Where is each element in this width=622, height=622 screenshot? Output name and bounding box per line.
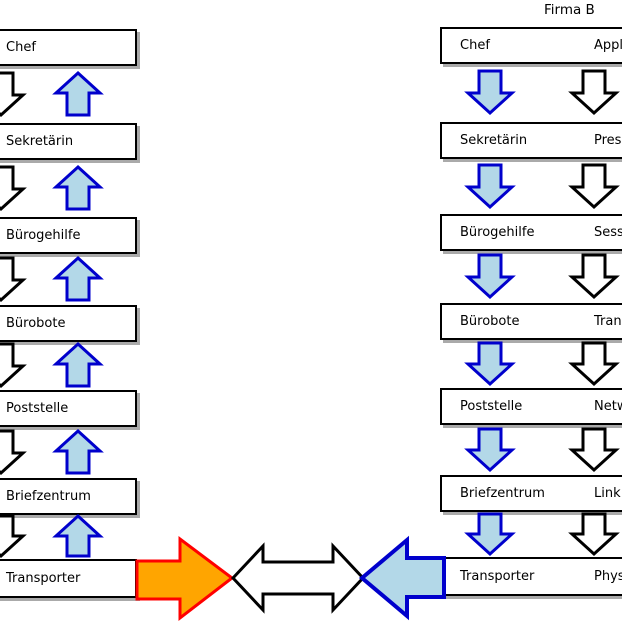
left-box-briefzentrum: Briefzentrum (0, 478, 137, 515)
blue-down-arrow-icon (464, 253, 516, 300)
left-box-buerogehilfe: Bürogehilfe (0, 217, 137, 254)
bidirectional-arrow (230, 542, 366, 614)
box-label: Transporter (6, 571, 81, 586)
left-box-chef: Chef (0, 29, 137, 66)
up-arrow-icon (52, 164, 104, 211)
white-down-arrow-icon (0, 429, 27, 476)
white-down-arrow-icon (0, 165, 27, 212)
layer-label-network: Netw (594, 399, 622, 414)
box-label: Poststelle (6, 401, 69, 416)
box-label: Bürobote (460, 314, 520, 329)
box-label: Briefzentrum (6, 489, 91, 504)
white-down-arrow-icon (568, 69, 620, 116)
blue-down-arrow-icon (464, 69, 516, 116)
right-box-sekretaerin: Sekretärin Pres (440, 122, 622, 159)
left-box-buerobote: Bürobote (0, 305, 137, 342)
left-box-transporter: Transporter (0, 559, 137, 598)
white-down-arrow-icon (568, 253, 620, 300)
left-box-poststelle: Poststelle (0, 390, 137, 427)
left-box-sekretaerin: Sekretärin (0, 123, 137, 160)
up-arrow-icon (52, 341, 104, 388)
layer-label-link: Link (594, 486, 621, 501)
right-box-poststelle: Poststelle Netw (440, 388, 622, 425)
white-down-arrow-icon (0, 71, 27, 118)
box-label: Chef (460, 38, 490, 53)
right-box-transporter: Transporter Phys (440, 557, 622, 596)
white-down-arrow-icon (568, 163, 620, 210)
box-label: Sekretärin (460, 133, 528, 148)
blue-down-arrow-icon (464, 163, 516, 210)
up-arrow-icon (52, 513, 104, 558)
layer-label-application: Appl (594, 38, 622, 53)
white-down-arrow-icon (0, 514, 27, 559)
blue-down-arrow-icon (464, 341, 516, 387)
white-down-arrow-icon (568, 512, 620, 557)
white-down-arrow-icon (0, 256, 27, 303)
up-arrow-icon (52, 70, 104, 117)
blue-receive-left-arrow (358, 535, 446, 621)
box-label: Briefzentrum (460, 486, 545, 501)
layer-label-session: Sess (594, 225, 622, 240)
layer-label-transport: Tran (594, 314, 622, 329)
layer-label-presentation: Pres (594, 133, 622, 148)
white-down-arrow-icon (568, 427, 620, 473)
box-label: Poststelle (460, 399, 523, 414)
right-box-chef: Chef Appl (440, 27, 622, 64)
box-label: Sekretärin (6, 134, 74, 149)
box-label: Bürogehilfe (6, 228, 81, 243)
layer-label-physical: Phys (594, 569, 622, 584)
orange-transmit-right-arrow (135, 536, 235, 622)
up-arrow-icon (52, 428, 104, 475)
box-label: Transporter (460, 569, 535, 584)
white-down-arrow-icon (0, 342, 27, 389)
blue-down-arrow-icon (464, 512, 516, 557)
up-arrow-icon (52, 255, 104, 302)
box-label: Bürobote (6, 316, 66, 331)
company-b-title: Firma B (544, 2, 595, 18)
white-down-arrow-icon (568, 341, 620, 387)
right-box-buerobote: Bürobote Tran (440, 303, 622, 340)
right-box-briefzentrum: Briefzentrum Link (440, 475, 622, 512)
box-label: Bürogehilfe (460, 225, 535, 240)
blue-down-arrow-icon (464, 427, 516, 473)
box-label: Chef (6, 40, 36, 55)
right-box-buerogehilfe: Bürogehilfe Sess (440, 214, 622, 251)
